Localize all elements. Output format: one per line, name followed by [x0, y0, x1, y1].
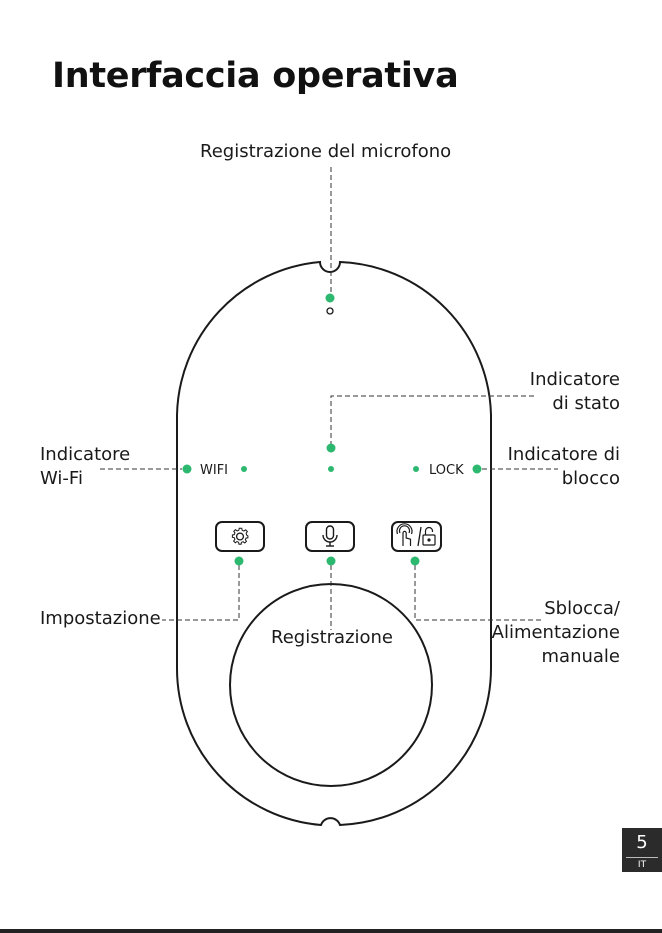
status-row-dot — [328, 466, 334, 472]
mic-indicator-dot — [326, 294, 335, 303]
device-outline — [177, 262, 491, 825]
mic-hole — [327, 308, 333, 314]
page-number: 5 — [622, 828, 662, 856]
mic-label: Registrazione del microfono — [200, 140, 451, 164]
status-label: Indicatore di stato — [490, 368, 620, 416]
bottom-rule — [0, 929, 662, 933]
microphone-button[interactable] — [306, 522, 354, 551]
wifi-device-label: WIFI — [200, 463, 228, 478]
record-label: Registrazione — [271, 626, 393, 650]
page-number-badge: 5 IT — [622, 828, 662, 872]
page-language: IT — [622, 859, 662, 871]
unlock-label-line2: Alimentazione — [460, 621, 620, 645]
page-badge-divider — [626, 857, 658, 858]
settings-leader-line — [162, 565, 239, 620]
lock-device-label: LOCK — [429, 463, 464, 478]
settings-indicator-dot — [235, 557, 244, 566]
wifi-label-line1: Indicatore — [40, 443, 130, 467]
touch-icon — [397, 524, 412, 546]
gear-icon — [232, 528, 248, 544]
lock-label: Indicatore di blocco — [470, 443, 620, 491]
microphone-indicator-dot — [327, 557, 336, 566]
unlock-label-line1: Sblocca/ — [460, 597, 620, 621]
lock-icon — [423, 528, 435, 546]
settings-label: Impostazione — [40, 607, 161, 631]
wifi-label-dot — [183, 465, 192, 474]
status-label-line1: Indicatore — [490, 368, 620, 392]
lock-label-line1: Indicatore di — [470, 443, 620, 467]
status-label-line2: di stato — [490, 392, 620, 416]
unlock-button[interactable] — [392, 522, 441, 551]
wifi-label-line2: Wi-Fi — [40, 467, 130, 491]
lock-label-line2: blocco — [470, 467, 620, 491]
unlock-indicator-dot — [411, 557, 420, 566]
status-indicator-dot — [327, 444, 336, 453]
unlock-label-line3: manuale — [460, 645, 620, 669]
wifi-label: Indicatore Wi-Fi — [40, 443, 130, 491]
lock-indicator-dot — [413, 466, 419, 472]
slash-divider — [418, 527, 421, 546]
settings-button[interactable] — [216, 522, 264, 551]
unlock-label: Sblocca/ Alimentazione manuale — [460, 597, 620, 669]
microphone-icon — [323, 526, 337, 546]
wifi-indicator-dot — [241, 466, 247, 472]
